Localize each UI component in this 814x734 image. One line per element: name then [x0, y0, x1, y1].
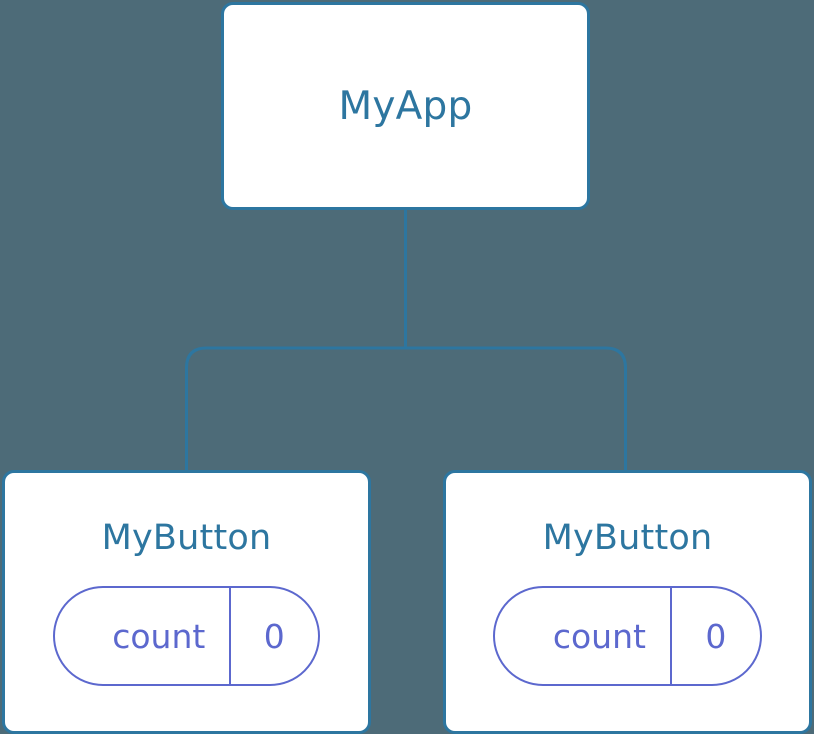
node-mybutton-2[interactable]: MyButton count 0 — [443, 470, 812, 734]
node-mybutton-1[interactable]: MyButton count 0 — [2, 470, 371, 734]
state-pill-key-2: count — [552, 616, 646, 656]
node-mybutton-1-title: MyButton — [101, 518, 272, 558]
state-pill-key-1: count — [112, 616, 206, 656]
node-mybutton-2-title: MyButton — [542, 518, 713, 558]
node-myapp-title: MyApp — [338, 83, 473, 129]
state-pill-count-1[interactable]: count 0 — [53, 586, 320, 686]
state-pill-value-1: 0 — [228, 588, 318, 684]
edge-bus-to-child-right — [405, 346, 627, 470]
state-pill-value-2: 0 — [669, 588, 760, 684]
state-pill-count-2[interactable]: count 0 — [493, 586, 762, 686]
edge-bus-to-child-left — [185, 346, 406, 470]
node-myapp[interactable]: MyApp — [221, 2, 590, 210]
